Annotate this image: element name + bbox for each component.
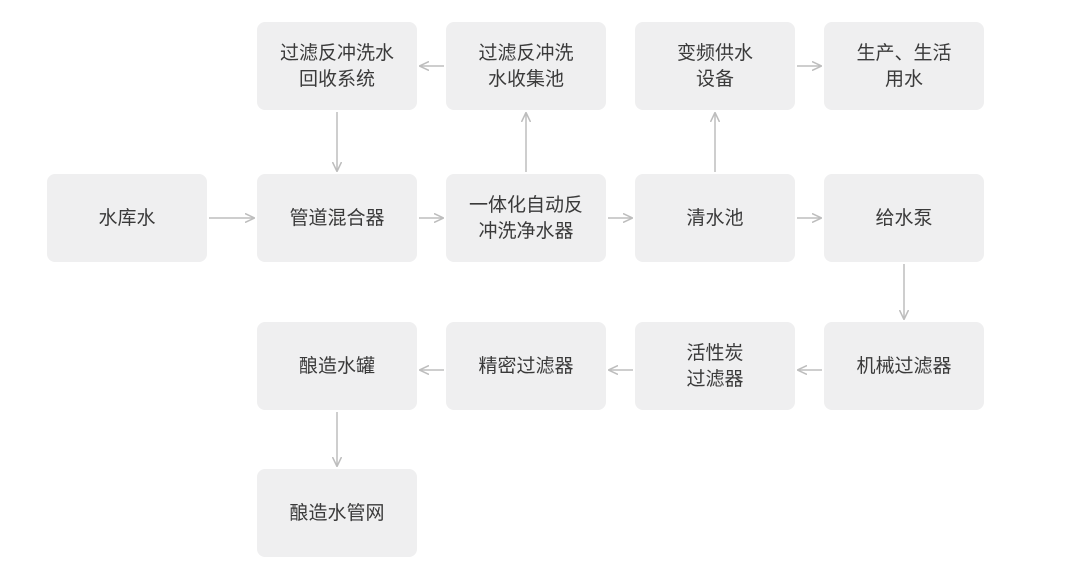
node-vf-water-supply: 变频供水 设备 [635,22,795,110]
node-integrated-purifier: 一体化自动反 冲洗净水器 [446,174,606,262]
node-backwash-collection-pool: 过滤反冲洗 水收集池 [446,22,606,110]
node-production-domestic-water: 生产、生活 用水 [824,22,984,110]
node-mechanical-filter: 机械过滤器 [824,322,984,410]
node-backwash-recovery-system: 过滤反冲洗水 回收系统 [257,22,417,110]
node-clear-water-pool: 清水池 [635,174,795,262]
node-pipe-mixer: 管道混合器 [257,174,417,262]
node-supply-pump: 给水泵 [824,174,984,262]
node-activated-carbon-filter: 活性炭 过滤器 [635,322,795,410]
node-precision-filter: 精密过滤器 [446,322,606,410]
node-brewing-water-network: 酿造水管网 [257,469,417,557]
node-brewing-water-tank: 酿造水罐 [257,322,417,410]
node-reservoir-water: 水库水 [47,174,207,262]
